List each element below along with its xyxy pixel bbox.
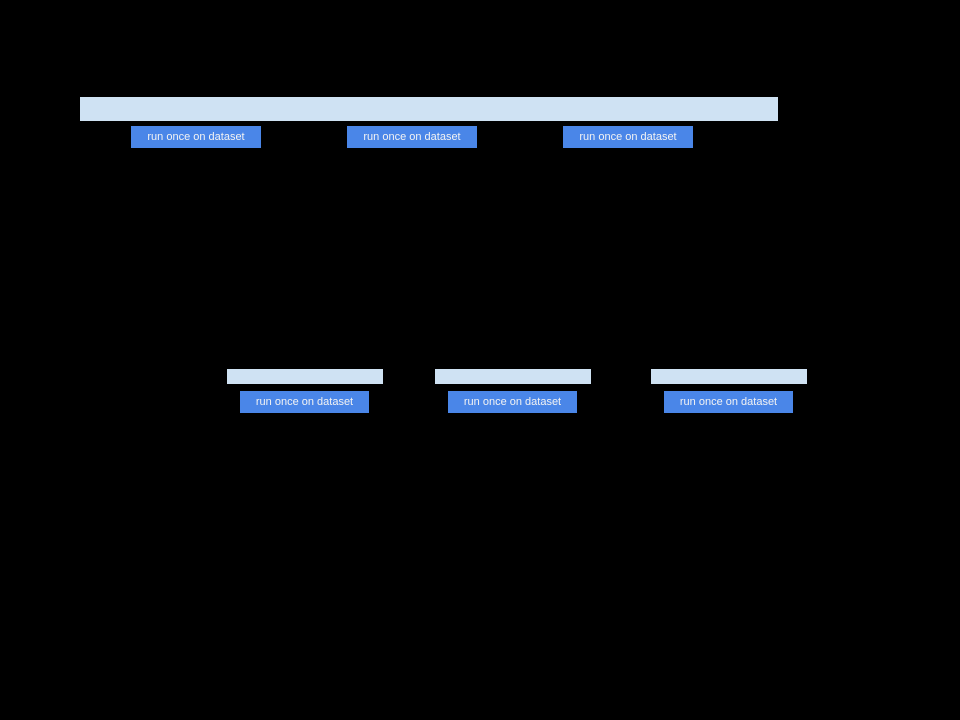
run-once-button-6[interactable]: run once on dataset bbox=[664, 391, 793, 413]
run-once-button-3[interactable]: run once on dataset bbox=[563, 126, 693, 148]
run-once-button-1[interactable]: run once on dataset bbox=[131, 126, 261, 148]
top-dataset-bar bbox=[80, 97, 778, 121]
run-once-button-5[interactable]: run once on dataset bbox=[448, 391, 577, 413]
run-once-button-2[interactable]: run once on dataset bbox=[347, 126, 477, 148]
run-once-button-4[interactable]: run once on dataset bbox=[240, 391, 369, 413]
segment-dataset-bar-2 bbox=[435, 369, 591, 384]
segment-dataset-bar-3 bbox=[651, 369, 807, 384]
segment-dataset-bar-1 bbox=[227, 369, 383, 384]
